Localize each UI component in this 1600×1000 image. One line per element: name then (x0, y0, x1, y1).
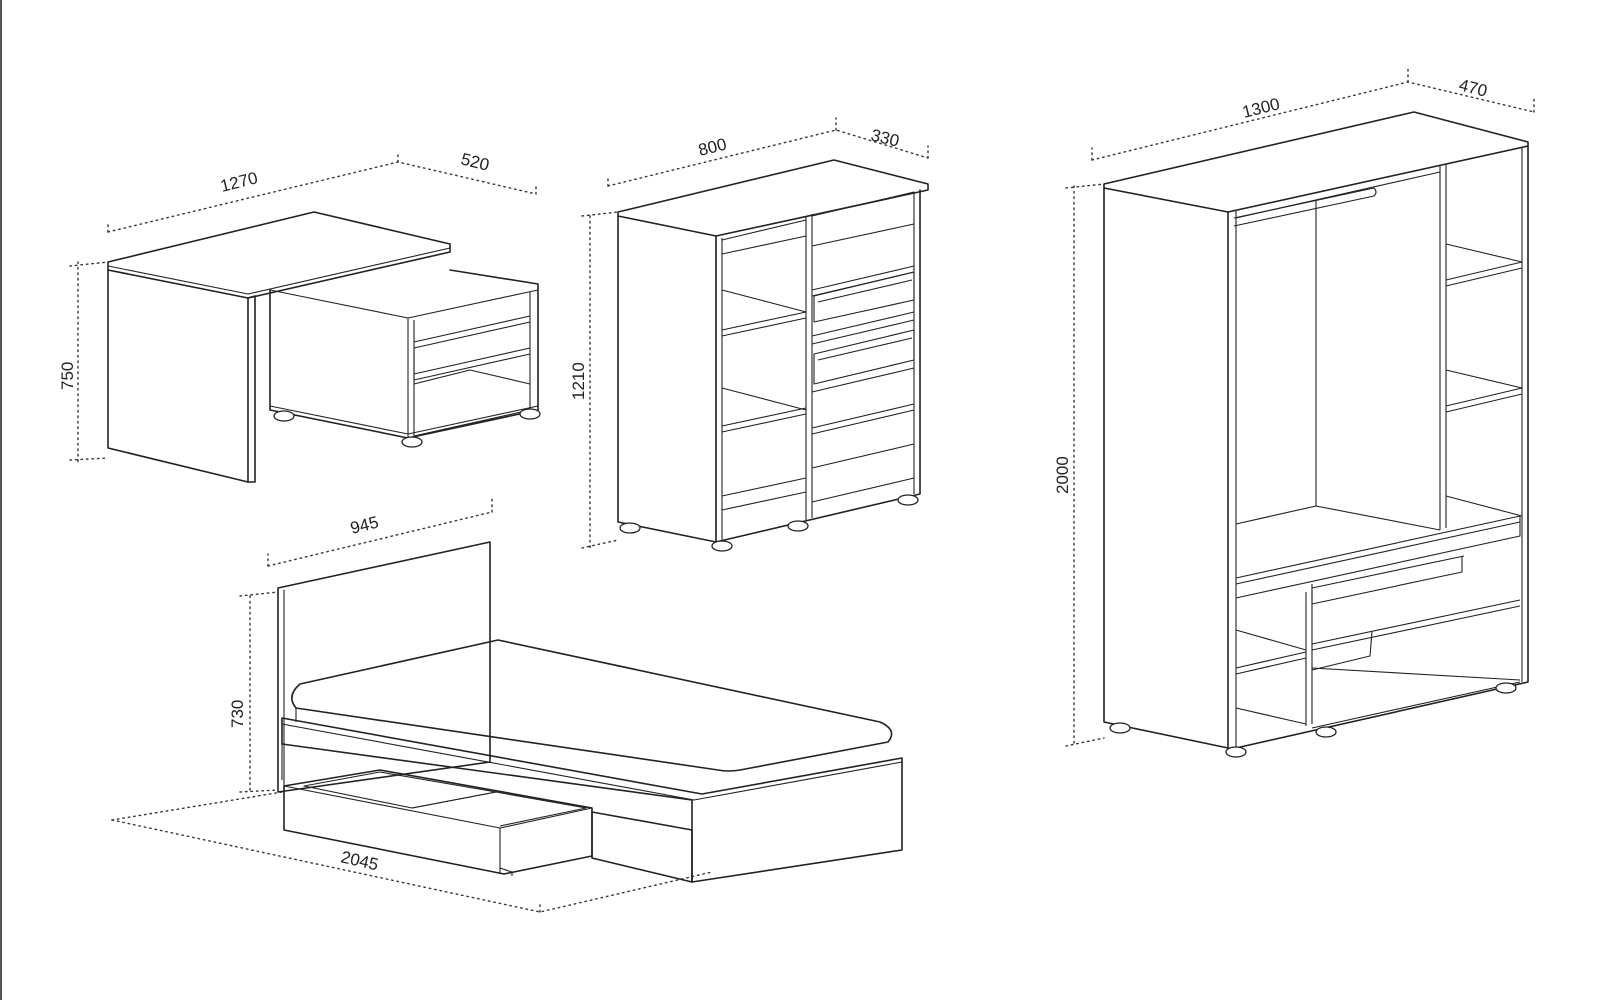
desk: 1270 520 750 (58, 149, 541, 483)
wardrobe-foot-left (1109, 722, 1131, 734)
wardrobe-height-label: 2000 (1053, 456, 1072, 494)
wardrobe-foot-right (1495, 682, 1517, 694)
wardrobe-body (1103, 111, 1529, 749)
desk-foot-left (273, 410, 295, 422)
wardrobe-depth-label: 470 (1457, 75, 1489, 100)
shelf-unit-foot-left (619, 522, 641, 534)
wardrobe-dimension-lines (1065, 67, 1535, 747)
bed-dimension-lines (111, 497, 713, 913)
shelf-unit-foot-right (897, 494, 919, 506)
desk-width-label: 1270 (218, 168, 259, 196)
page-left-edge (0, 0, 2, 1000)
shelf-unit-body (617, 159, 929, 543)
wardrobe-foot-front (1225, 746, 1247, 758)
shelf-unit-foot-front (711, 540, 733, 552)
desk-body (107, 211, 539, 483)
wardrobe-foot-middle (1315, 726, 1337, 738)
bed-width-label: 945 (348, 513, 380, 538)
wardrobe-width-label: 1300 (1240, 94, 1281, 122)
shelf-unit-height-label: 1210 (569, 362, 588, 400)
shelf-unit-width-label: 800 (696, 135, 728, 160)
desk-foot-right (519, 408, 541, 420)
bed-height-label: 730 (228, 700, 247, 728)
shelf-unit-depth-label: 330 (869, 125, 901, 150)
wardrobe: 1300 470 2000 (1053, 67, 1535, 758)
desk-depth-label: 520 (459, 149, 491, 174)
desk-height-label: 750 (58, 362, 77, 390)
desk-foot-front (401, 436, 423, 448)
bed-body (277, 541, 903, 883)
desk-dimension-lines (69, 151, 537, 463)
bed: 945 730 2045 (111, 497, 903, 913)
shelf-unit-dimension-lines (581, 117, 929, 549)
shelf-unit: 800 330 1210 (569, 117, 929, 552)
shelf-unit-foot-middle (787, 520, 809, 532)
